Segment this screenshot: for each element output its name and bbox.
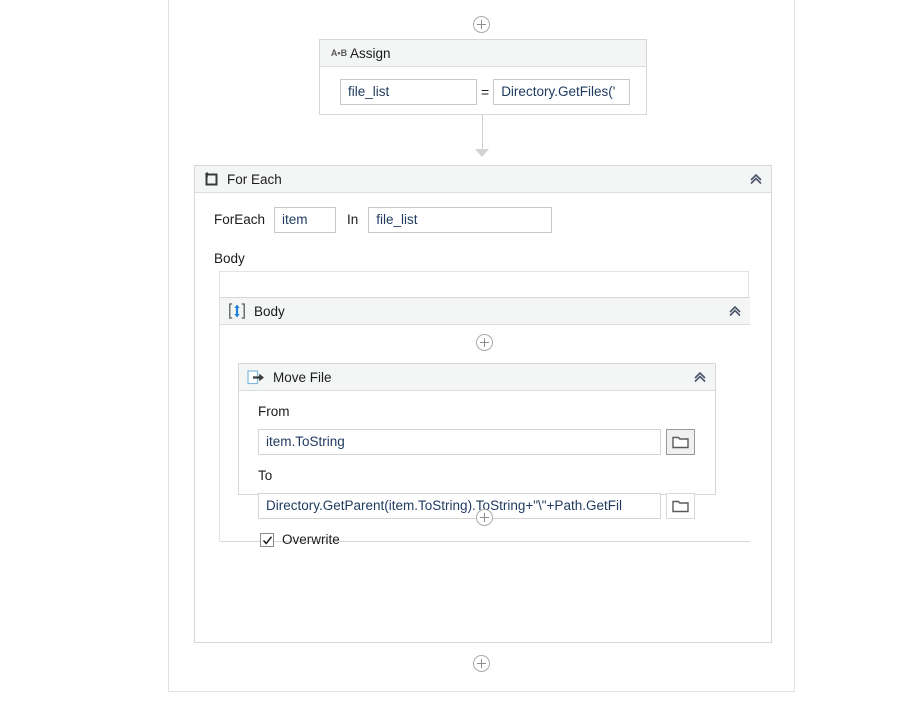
move-file-activity[interactable]: Move File From item.ToString [238, 363, 716, 547]
assign-icon: A•B [330, 48, 348, 58]
for-each-in-label: In [347, 212, 359, 227]
connector-arrowhead [475, 149, 489, 157]
move-file-to-label: To [258, 468, 273, 483]
add-activity-body-top [220, 334, 748, 351]
for-each-title: For Each [227, 171, 282, 187]
for-each-body-label: Body [214, 251, 245, 266]
for-each-item-field[interactable]: item [274, 207, 337, 233]
connector-line [482, 115, 483, 153]
for-each-label: ForEach [214, 212, 266, 227]
add-activity-button-body-bottom[interactable] [475, 509, 493, 526]
add-activity-top [169, 16, 794, 33]
assign-operator: = [481, 84, 490, 100]
folder-icon [672, 436, 689, 449]
move-file-from-browse-button[interactable] [666, 429, 695, 455]
workflow-designer-canvas: A•B Assign file_list = Directory.GetFile… [168, 0, 795, 692]
assign-to-field[interactable]: file_list [340, 79, 477, 105]
body-sequence-header: Body [220, 298, 750, 325]
sequence-icon [228, 303, 246, 319]
overwrite-label: Overwrite [282, 532, 340, 547]
loop-icon [203, 171, 219, 187]
for-each-iterator-row: ForEach item In file_list [195, 193, 771, 233]
body-sequence-activity[interactable]: Body [220, 297, 750, 547]
move-file-collapse-icon[interactable] [691, 368, 709, 386]
check-icon [262, 535, 272, 545]
for-each-body-dropzone[interactable]: Body [219, 271, 750, 547]
add-activity-button-top[interactable] [473, 16, 490, 33]
move-file-to-browse-button[interactable] [666, 493, 695, 519]
add-activity-button-bottom[interactable] [473, 655, 490, 672]
overwrite-checkbox[interactable] [260, 533, 274, 547]
assign-value-field[interactable]: Directory.GetFiles(' [493, 79, 631, 105]
for-each-collection-field[interactable]: file_list [368, 207, 553, 233]
body-sequence-title: Body [254, 303, 285, 319]
assign-header: A•B Assign [320, 40, 646, 67]
move-file-overwrite-row[interactable]: Overwrite [239, 519, 715, 553]
for-each-collapse-icon[interactable] [747, 170, 765, 188]
move-file-from-field[interactable]: item.ToString [258, 429, 661, 455]
assign-activity[interactable]: A•B Assign file_list = Directory.GetFile… [319, 39, 647, 115]
folder-icon [672, 500, 689, 513]
move-file-header: Move File [239, 364, 715, 391]
move-file-icon [247, 369, 265, 385]
move-file-to-field[interactable]: Directory.GetParent(item.ToString).ToStr… [258, 493, 661, 519]
move-file-to-row: Directory.GetParent(item.ToString).ToStr… [239, 489, 715, 519]
for-each-header: For Each [195, 166, 771, 193]
assign-title: Assign [350, 45, 391, 61]
add-activity-bottom [169, 655, 794, 672]
add-activity-body-bottom [220, 509, 748, 526]
for-each-activity[interactable]: For Each ForEach item In file_list Body [194, 165, 772, 643]
move-file-title: Move File [273, 369, 332, 385]
assign-body: file_list = Directory.GetFiles(' [320, 67, 646, 105]
body-sequence-collapse-icon[interactable] [726, 302, 744, 320]
move-file-from-label: From [258, 404, 290, 419]
move-file-from-row: item.ToString [239, 425, 715, 455]
add-activity-button-body-top[interactable] [475, 334, 493, 351]
